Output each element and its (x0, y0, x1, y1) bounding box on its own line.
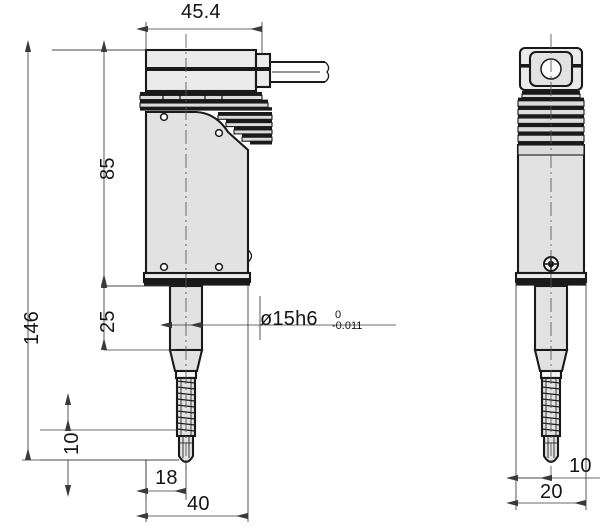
dim-10-left (40, 393, 179, 497)
front-view (139, 34, 330, 470)
dimension-annotations (22, 22, 600, 522)
front-fin-stack (139, 92, 272, 111)
dim-40 (136, 285, 249, 522)
dim-20 (506, 282, 587, 510)
dim-diameter-15h6 (160, 296, 396, 340)
bolt-hole-icon (214, 262, 224, 272)
cable (270, 60, 330, 84)
bolt-hole-icon (214, 128, 224, 138)
bolt-hole-icon (159, 112, 169, 122)
dim-25 (100, 276, 176, 351)
side-view (514, 34, 588, 478)
dim-18 (136, 460, 187, 500)
front-main-body (144, 110, 253, 275)
bolt-hole-icon (159, 262, 169, 272)
front-chamfer-fins (217, 112, 273, 145)
front-base-plate (142, 271, 252, 286)
dim-45-4 (136, 22, 263, 54)
front-connector-housing (144, 48, 330, 93)
phillips-screw-icon (543, 256, 559, 272)
